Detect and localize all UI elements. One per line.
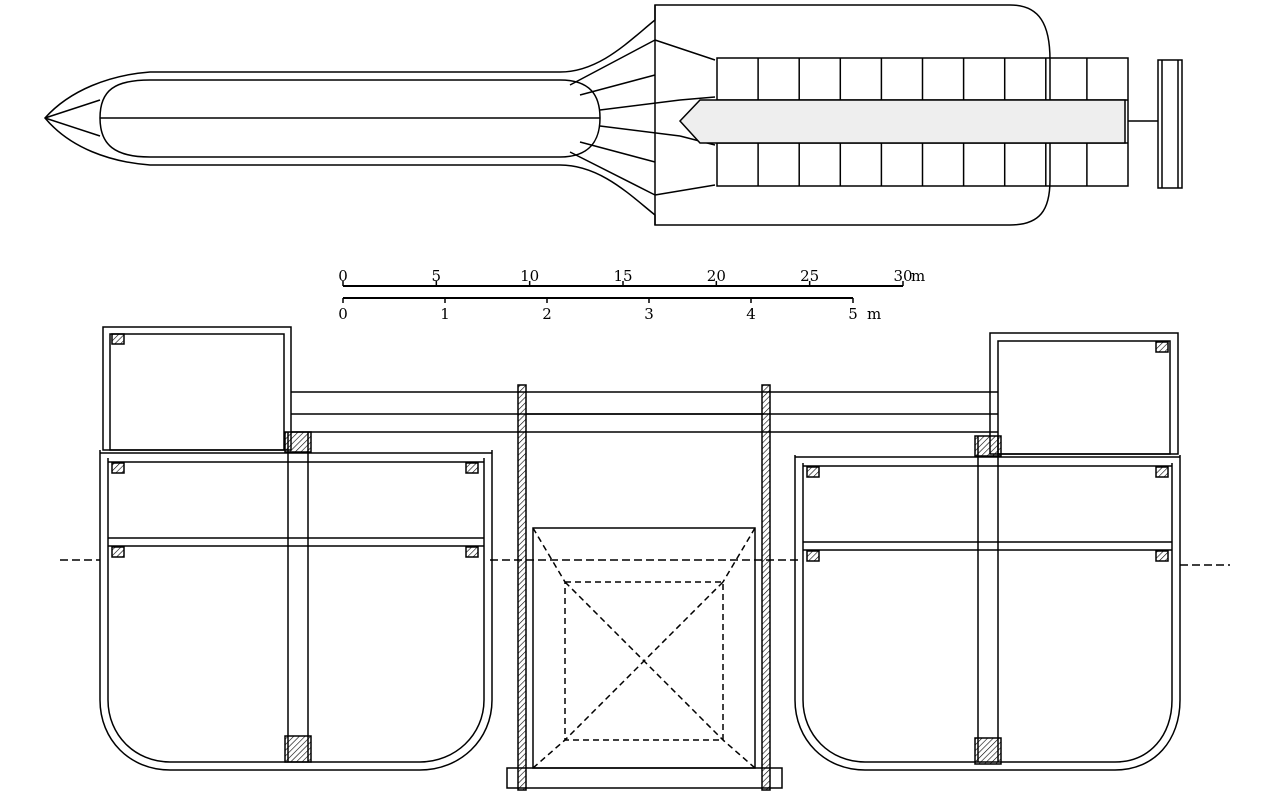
plan-scale-label: 25 (800, 267, 819, 285)
center-well (506, 384, 783, 791)
plan-view (44, 4, 1183, 226)
cross-beams (291, 391, 998, 433)
plan-scale-label: 30 (893, 267, 912, 285)
plan-scale-unit: m (911, 267, 925, 285)
section-scale-label: 4 (746, 305, 756, 323)
plan-scale-label: 20 (707, 267, 726, 285)
plan-scale-label: 10 (520, 267, 539, 285)
stern-element (1157, 59, 1183, 189)
section-scale-label: 1 (440, 305, 450, 323)
bracing-struts (569, 5, 716, 225)
plan-scale-label: 15 (613, 267, 632, 285)
left-pontoon (99, 326, 493, 771)
section-scale-label: 2 (542, 305, 552, 323)
plan-scale-label: 0 (338, 267, 348, 285)
section-view (60, 326, 1230, 791)
section-scale-unit: m (867, 305, 881, 323)
section-scale-label: 0 (338, 305, 348, 323)
plan-scale-label: 5 (432, 267, 442, 285)
section-scale-label: 3 (644, 305, 654, 323)
bow-tip (44, 99, 101, 137)
right-pontoon (794, 332, 1181, 771)
central-spindle (678, 99, 1126, 144)
section-scale-label: 5 (848, 305, 858, 323)
